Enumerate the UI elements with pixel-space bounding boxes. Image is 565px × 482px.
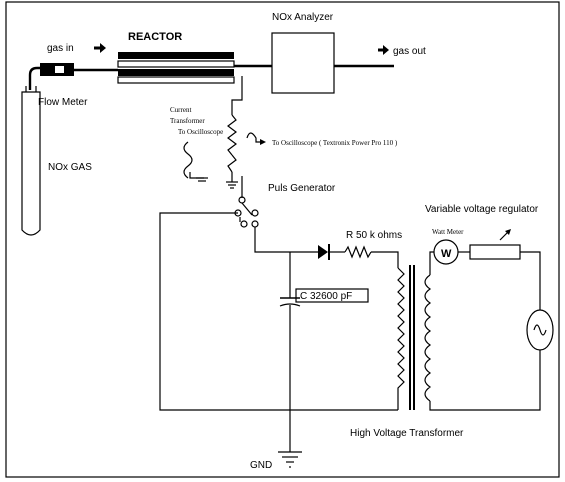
ac-source-icon bbox=[526, 309, 554, 351]
nox-analyzer-box bbox=[271, 32, 335, 94]
resistor-label: R 50 k ohms bbox=[346, 230, 402, 241]
gas-out-label: gas out bbox=[393, 46, 426, 57]
gas-line bbox=[28, 32, 394, 94]
gas-out-arrow-icon bbox=[378, 45, 389, 55]
high-voltage-transformer bbox=[397, 262, 541, 411]
reactor bbox=[117, 52, 235, 84]
current-transformer-label-3: To Oscilloscope bbox=[178, 128, 223, 136]
nox-gas-cylinder bbox=[21, 86, 41, 236]
resistor-r bbox=[344, 245, 372, 259]
current-transformer-label-1: Current bbox=[170, 106, 191, 114]
gas-in-arrow-icon bbox=[94, 43, 106, 53]
capacitor-plate-bottom bbox=[279, 303, 301, 307]
variable-voltage-regulator bbox=[469, 244, 521, 260]
watt-meter-label: Watt Meter bbox=[432, 228, 464, 236]
ct-coil-icon bbox=[183, 141, 193, 179]
variable-voltage-regulator-label: Variable voltage regulator bbox=[425, 204, 539, 215]
current-transformer-coil bbox=[227, 114, 237, 156]
reactor-label: REACTOR bbox=[128, 31, 182, 43]
capacitor-label-box bbox=[295, 288, 369, 303]
watt-symbol: W bbox=[441, 248, 452, 260]
diagram-border bbox=[5, 1, 560, 478]
gas-in-label: gas in bbox=[47, 43, 74, 54]
current-transformer-label-2: Transformer bbox=[170, 117, 205, 125]
gnd-label: GND bbox=[250, 460, 272, 471]
gnd-icon bbox=[278, 451, 302, 468]
flow-meter-label: Flow Meter bbox=[38, 97, 88, 108]
hv-transformer-label: High Voltage Transformer bbox=[350, 428, 464, 439]
pulse-generator-switch bbox=[234, 176, 259, 228]
pulse-generator-label: Puls Generator bbox=[268, 183, 336, 194]
nox-analyzer-label: NOx Analyzer bbox=[272, 12, 334, 23]
nox-gas-label: NOx GAS bbox=[48, 162, 92, 173]
capacitor-label: C 32600 pF bbox=[300, 291, 352, 302]
diode-icon bbox=[318, 244, 330, 260]
to-oscilloscope-label: To Oscilloscope ( Textronix Power Pro 11… bbox=[272, 139, 398, 147]
electrical-circuit bbox=[159, 76, 554, 468]
